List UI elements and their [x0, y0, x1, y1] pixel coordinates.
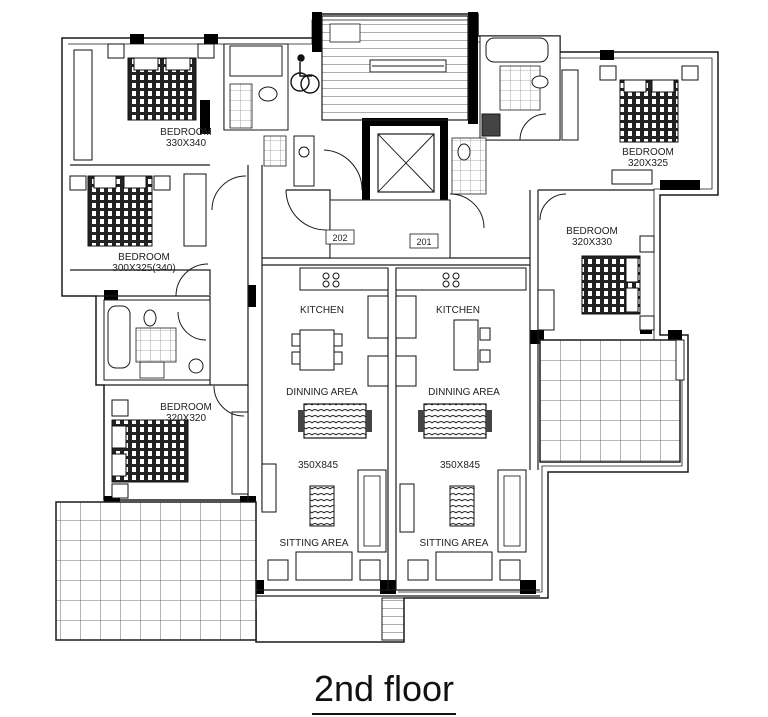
floor-plan: 202 201 — [55, 12, 719, 643]
dining-label-right: DINNING AREA — [428, 387, 500, 398]
kitchen-label-right: KITCHEN — [436, 305, 480, 316]
bedroom-size-3: 320X320 — [166, 413, 206, 424]
sitting-label-right: SITTING AREA — [420, 538, 489, 549]
bed-lower-left — [111, 399, 249, 499]
stair-core — [321, 15, 469, 121]
dining-table-right — [418, 403, 492, 439]
bathroom-top-left — [223, 43, 315, 187]
sofa-set-right — [399, 469, 527, 581]
bedroom-size-1: 330X340 — [166, 138, 206, 149]
living-size-right: 350X845 — [440, 460, 480, 471]
bedroom-size-2: 300X325(340) — [112, 263, 175, 274]
bedroom-label-5: BEDROOM — [566, 226, 618, 237]
bathroom-left — [103, 299, 211, 381]
bedroom-size-4: 320X325 — [628, 158, 668, 169]
bathroom-top-right — [451, 35, 561, 195]
bedroom-label-1: BEDROOM — [160, 127, 212, 138]
entry-hall — [329, 199, 451, 259]
balcony-left — [55, 501, 257, 641]
door-swings — [175, 113, 567, 417]
elevator — [377, 133, 435, 193]
unit-number-201: 201 — [416, 237, 431, 247]
unit-number-202-box: 202 — [325, 229, 355, 245]
bed-middle-left — [69, 173, 207, 247]
unit-number-202: 202 — [332, 233, 347, 243]
bed-top-left — [73, 43, 215, 161]
kitchen-label-left: KITCHEN — [300, 305, 344, 316]
dining-table-left — [298, 403, 372, 439]
sofa-set-left — [261, 463, 387, 581]
bed-right — [537, 235, 655, 331]
dining-label-left: DINNING AREA — [286, 387, 358, 398]
living-size-left: 350X845 — [298, 460, 338, 471]
unit-number-201-box: 201 — [409, 233, 439, 249]
bedroom-size-5: 320X330 — [572, 237, 612, 248]
sitting-label-left: SITTING AREA — [280, 538, 349, 549]
bedroom-label-2: BEDROOM — [118, 252, 170, 263]
landing-strip — [381, 597, 405, 641]
kitchen-left-counter — [291, 267, 389, 387]
kitchen-right-counter — [395, 267, 527, 387]
wheelchair-icon — [290, 54, 320, 94]
bedroom-label-4: BEDROOM — [622, 147, 674, 158]
floor-title-text: 2nd floor — [311, 668, 457, 715]
bedroom-label-3: BEDROOM — [160, 402, 212, 413]
balcony-railing-right — [675, 339, 685, 381]
bed-top-right — [561, 65, 699, 185]
floor-title: 2nd floor — [0, 668, 768, 715]
balcony-right — [539, 339, 681, 463]
